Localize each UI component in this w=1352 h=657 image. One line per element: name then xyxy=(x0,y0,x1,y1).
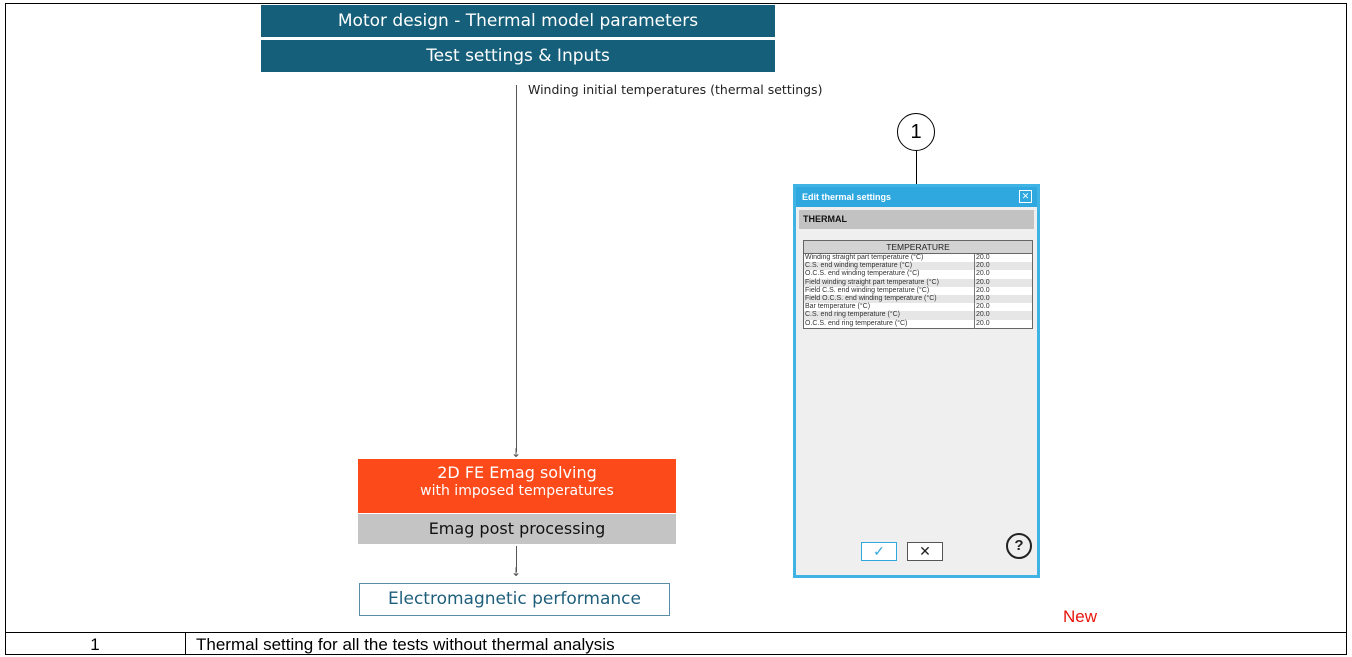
edit-thermal-settings-dialog: Edit thermal settings ✕ THERMAL TEMPERAT… xyxy=(793,184,1040,578)
cancel-button[interactable]: ✕ xyxy=(907,542,943,561)
emag-post-processing-block: Emag post processing xyxy=(358,514,676,544)
flow-arrow-head: ↓ xyxy=(511,446,522,460)
temperature-value-field[interactable]: 20.0 xyxy=(974,262,1033,271)
temperature-label: Field winding straight part temperature … xyxy=(803,278,975,287)
temperature-label: Winding straight part temperature (°C) xyxy=(805,254,924,262)
temperature-label: O.C.S. end ring temperature (°C) xyxy=(805,319,908,327)
ok-button[interactable]: ✓ xyxy=(861,542,897,561)
temperature-label: O.C.S. end winding temperature (°C) xyxy=(805,270,920,278)
flow-arrow-line-2 xyxy=(516,546,517,572)
table-row: Field winding straight part temperature … xyxy=(803,278,1033,287)
fe-emag-solving-block: 2D FE Emag solving with imposed temperat… xyxy=(358,459,676,513)
table-row: Bar temperature (°C) 20.0 xyxy=(804,303,1033,312)
fe-emag-subtitle: with imposed temperatures xyxy=(420,483,614,499)
winding-temperatures-label: Winding initial temperatures (thermal se… xyxy=(528,82,823,97)
temperature-value-field[interactable]: 20.0 xyxy=(974,286,1033,295)
table-row: Field O.C.S. end winding temperature (°C… xyxy=(803,294,1033,304)
footer-number: 1 xyxy=(90,635,100,654)
footer-column-divider xyxy=(185,632,186,655)
test-settings-block: Test settings & Inputs xyxy=(261,40,775,72)
temperature-value-field[interactable]: 20.0 xyxy=(974,278,1033,287)
temperature-table-header: TEMPERATURE xyxy=(803,240,1033,254)
callout-leader-line xyxy=(916,151,917,193)
temperature-value-field[interactable]: 20.0 xyxy=(974,319,1033,329)
temperature-label: Field O.C.S. end winding temperature (°C… xyxy=(803,294,975,304)
fe-emag-title: 2D FE Emag solving xyxy=(437,463,597,482)
table-row: Field C.S. end winding temperature (°C) 2… xyxy=(804,286,1033,295)
temperature-value-field[interactable]: 20.0 xyxy=(974,270,1033,279)
dialog-titlebar: Edit thermal settings xyxy=(796,187,1037,207)
new-label: New xyxy=(1063,607,1098,626)
footer-description: Thermal setting for all the tests withou… xyxy=(196,635,615,654)
table-row: C.S. end ring temperature (°C)20.0 xyxy=(803,311,1033,320)
footer-divider xyxy=(5,632,1347,633)
table-row: C.S. end winding temperature (°C)20.0 xyxy=(803,262,1033,271)
diagram-frame xyxy=(5,3,1347,655)
temperature-value-field[interactable]: 20.0 xyxy=(974,253,1033,263)
flow-arrow-line xyxy=(516,85,517,452)
temperature-table: TEMPERATURE Winding straight part temper… xyxy=(803,240,1033,329)
table-row: O.C.S. end winding temperature (°C) 20.0 xyxy=(804,270,1033,279)
temperature-label: C.S. end ring temperature (°C) xyxy=(803,311,975,320)
temperature-value-field[interactable]: 20.0 xyxy=(974,303,1033,312)
table-row: Winding straight part temperature (°C) 20… xyxy=(804,253,1033,263)
close-icon[interactable]: ✕ xyxy=(1019,190,1032,203)
temperature-label: C.S. end winding temperature (°C) xyxy=(803,262,975,271)
help-icon[interactable]: ? xyxy=(1006,533,1032,559)
electromagnetic-performance-box: Electromagnetic performance xyxy=(359,583,670,616)
table-row: O.C.S. end ring temperature (°C) 20.0 xyxy=(804,319,1033,329)
thermal-section-header: THERMAL xyxy=(799,210,1034,229)
motor-design-block: Motor design - Thermal model parameters xyxy=(261,5,775,37)
temperature-label: Bar temperature (°C) xyxy=(805,303,871,311)
temperature-label: Field C.S. end winding temperature (°C) xyxy=(805,286,930,294)
temperature-value-field[interactable]: 20.0 xyxy=(974,311,1033,320)
flow-arrow-head-2: ↓ xyxy=(511,565,522,579)
dialog-title: Edit thermal settings xyxy=(802,192,892,202)
callout-number: 1 xyxy=(897,113,935,151)
temperature-value-field[interactable]: 20.0 xyxy=(974,294,1033,304)
